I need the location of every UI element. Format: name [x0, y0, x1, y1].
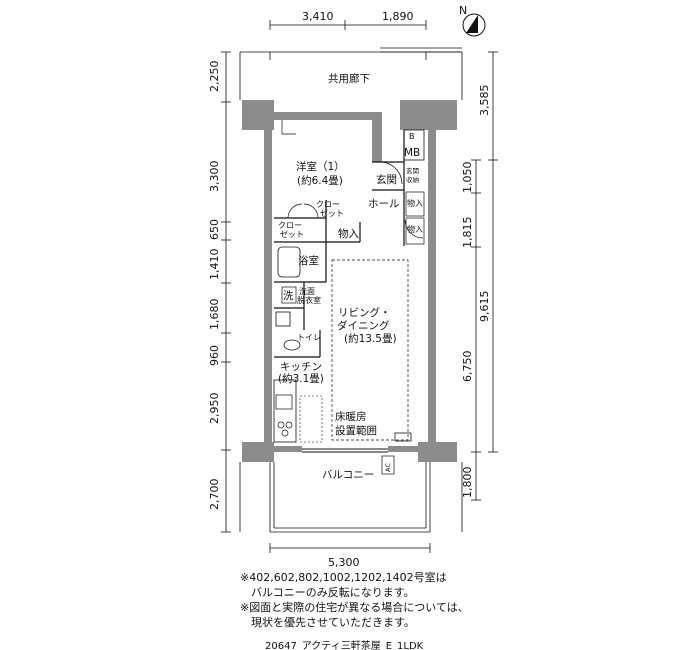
corridor-outline [239, 47, 463, 100]
dim-left-4: 1,410 [208, 249, 221, 281]
western-room-size: (約6.4畳) [297, 174, 343, 187]
door-swings [281, 120, 424, 239]
notes: ※402,602,802,1002,1202,1402号室は バルコニーのみ反転… [240, 570, 570, 630]
closet-upper-label-2: ゼット [320, 208, 344, 218]
storage-right-1-label: 物入 [407, 198, 423, 208]
floor-heating-area [331, 259, 409, 441]
dim-top-1: 3,410 [302, 10, 334, 23]
living-size: (約13.5畳) [344, 332, 397, 345]
note-line-4: 現状を優先させていただきます。 [240, 616, 415, 629]
shoe-storage-label-2: 収納 [406, 175, 419, 184]
dim-right-outer-1: 3,585 [478, 85, 491, 117]
right-dimension-lines [471, 51, 498, 501]
sink-icon [275, 394, 293, 410]
washbasin-icon [275, 311, 291, 327]
stove-icon [277, 421, 293, 437]
mb-box [403, 129, 425, 161]
washroom-label-2: 脱衣室 [297, 295, 321, 305]
dim-right-inner-1: 1,050 [461, 162, 474, 194]
storage-right-1-box [405, 191, 425, 217]
compass-north-label: N [459, 4, 467, 17]
dim-left-6: 960 [208, 345, 221, 366]
storage-right-2-box [405, 217, 425, 245]
floor-heater-unit [394, 432, 412, 442]
storage-right-2-label: 物入 [407, 224, 423, 234]
toilet-icon [283, 339, 301, 351]
washer-label: 洗 [283, 290, 294, 302]
floor-heating-label-2: 設置範囲 [335, 424, 377, 437]
balcony-outline [239, 462, 463, 533]
top-dimension-line: 3,410 1,890 [269, 10, 427, 30]
shoe-storage-label-1: 玄関 [406, 166, 419, 175]
toilet-label: トイレ [297, 333, 321, 342]
mb-label: MB [404, 147, 420, 159]
dim-right-inner-2: 1,815 [461, 217, 474, 249]
note-line-1: ※402,602,802,1002,1202,1402号室は [240, 571, 447, 584]
note-line-3: ※図面と実際の住宅が異なる場合については、 [240, 601, 469, 614]
compass-icon: N [459, 4, 486, 37]
bath-label: 浴室 [298, 254, 319, 267]
dim-left-8: 2,700 [208, 479, 221, 511]
living-label-1: リビング・ [338, 306, 391, 319]
floor-heating-label-1: 床暖房 [335, 410, 367, 423]
left-dimension-line [221, 51, 231, 533]
ac-unit-icon [381, 455, 395, 475]
left-dimension-labels: 2,250 3,300 650 1,410 1,680 960 2,950 2,… [208, 61, 221, 511]
washer-box [281, 286, 297, 304]
western-room-label: 洋室（1） [296, 160, 345, 173]
kitchen-size: (約3.1畳) [278, 372, 324, 385]
dim-left-3: 650 [208, 219, 221, 240]
dim-right-outer-2: 9,615 [478, 291, 491, 323]
closet-lower-label-1: クロー [278, 221, 302, 230]
exterior-walls [264, 100, 436, 452]
closet-lower-label-2: ゼット [280, 229, 304, 239]
kitchen-counter [273, 379, 297, 443]
hall-label: ホール [368, 198, 400, 210]
dim-bottom: 5,300 [328, 556, 360, 569]
fridge-space [299, 395, 323, 443]
b-label: B [409, 132, 415, 141]
bathtub-icon [277, 246, 301, 278]
corridor-label: 共用廊下 [328, 72, 370, 85]
dim-right-inner-4: 1,800 [461, 467, 474, 499]
dim-right-inner-3: 6,750 [461, 351, 474, 383]
washroom-label-1: 洗面 [299, 286, 315, 296]
dim-left-5: 1,680 [208, 299, 221, 331]
storage-label: 物入 [338, 227, 359, 240]
bottom-dimension-line [269, 543, 431, 553]
ac-label: AC [384, 463, 392, 472]
dim-left-2: 3,300 [208, 161, 221, 193]
right-dimension-labels: 3,585 9,615 1,050 1,815 6,750 1,800 [461, 85, 491, 499]
dim-left-7: 2,950 [208, 393, 221, 425]
note-line-2: バルコニーのみ反転になります。 [240, 586, 415, 599]
balcony-label: バルコニー [322, 469, 374, 481]
plan-caption: 20647_アクティ三軒茶屋_E_1LDK [265, 641, 424, 650]
dim-top-2: 1,890 [382, 10, 414, 23]
closet-upper-label-1: クロー [316, 200, 340, 209]
kitchen-label: キッチン [280, 361, 322, 373]
dim-left-1: 2,250 [208, 61, 221, 93]
living-label-2: ダイニング [337, 319, 390, 332]
entrance-label: 玄関 [376, 173, 397, 186]
